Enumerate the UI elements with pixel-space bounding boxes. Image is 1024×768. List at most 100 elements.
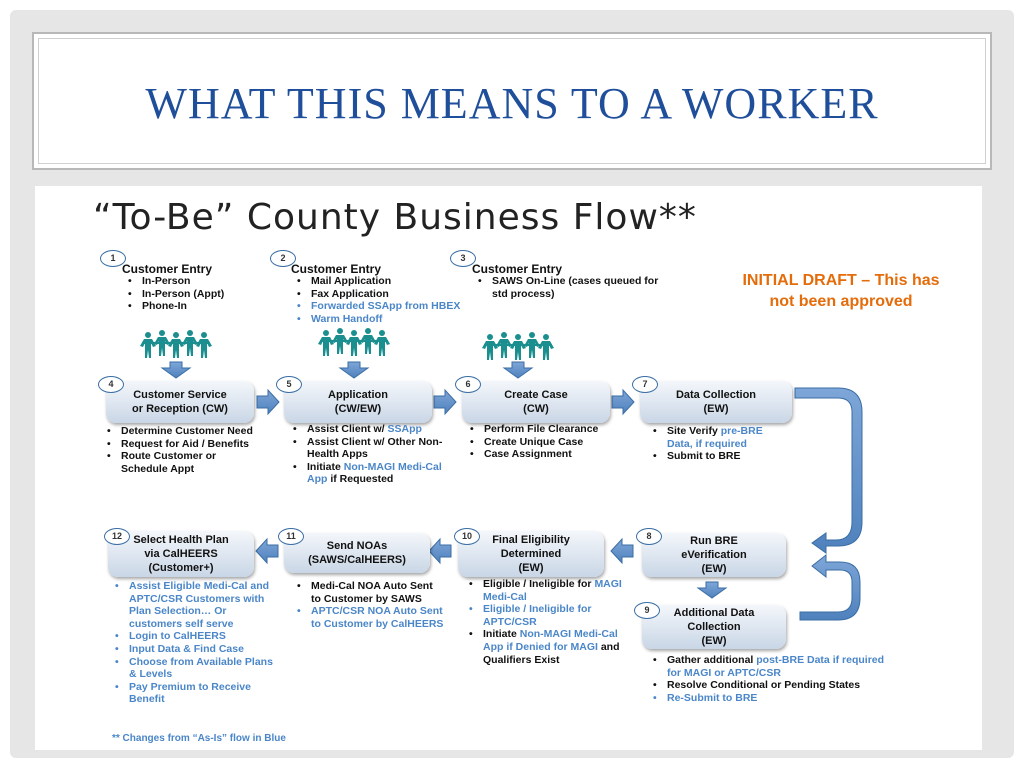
list-item: Fax Application — [294, 288, 494, 301]
page-title: WHAT THIS MEANS TO A WORKER — [145, 79, 879, 128]
details-customer-service: Determine Customer Need Request for Aid … — [104, 425, 256, 475]
step-number-11: 11 — [278, 528, 304, 545]
title-bar: WHAT THIS MEANS TO A WORKER — [32, 32, 992, 170]
detail-text: Site Verify — [667, 425, 721, 437]
footnote: ** Changes from “As-Is” flow in Blue — [112, 733, 286, 744]
step-label: Run BRE — [690, 535, 738, 547]
left-arrow-10-11 — [428, 537, 452, 565]
step-label: (Customer+) — [148, 562, 214, 574]
details-final-eligibility: Eligible / Ineligible for MAGI Medi-Cal … — [466, 578, 626, 666]
people-icon-2 — [318, 328, 390, 356]
step-number-3: 3 — [450, 250, 476, 267]
list-item: Mail Application — [294, 275, 494, 288]
list-item: Create Unique Case — [467, 436, 617, 449]
list-item: APTC/CSR NOA Auto Sent to Customer by Ca… — [294, 605, 444, 630]
curved-arrow-7-8 — [794, 387, 863, 554]
details-application: Assist Client w/ SSApp Assist Client w/ … — [290, 423, 450, 486]
list-item: Resolve Conditional or Pending States — [650, 679, 890, 692]
list-item: Pay Premium to Receive Benefit — [112, 681, 282, 706]
step-box-customer-service: Customer Service or Reception (CW) — [106, 381, 254, 423]
detail-text-blue: post-BRE Data if required for MAGI or AP… — [667, 654, 885, 679]
list-item: Eligible / Ineligible for MAGI Medi-Cal — [466, 578, 626, 603]
list-item: Request for Aid / Benefits — [104, 438, 256, 451]
step-label: (CW/EW) — [334, 403, 382, 415]
list-item: Phone-In — [125, 300, 285, 313]
list-item: Warm Handoff — [294, 313, 494, 326]
entry-list-1: In-Person In-Person (Appt) Phone-In — [125, 275, 285, 313]
step-label: (EW) — [701, 563, 727, 575]
people-icon-3 — [482, 332, 554, 360]
step-label: Customer Service — [133, 389, 227, 401]
detail-text: Initiate — [307, 460, 344, 473]
list-item: Initiate Non-MAGI Medi-Cal App if Denied… — [466, 628, 626, 666]
details-send-noas: Medi-Cal NOA Auto Sent to Customer by SA… — [294, 580, 444, 630]
list-item: Assist Eligible Medi-Cal and APTC/CSR Cu… — [112, 580, 282, 630]
down-arrow-8-9 — [696, 581, 728, 599]
details-create-case: Perform File Clearance Create Unique Cas… — [467, 423, 617, 461]
step-label: (EW) — [701, 635, 727, 647]
left-arrow-8-10 — [610, 537, 634, 565]
detail-text: if Requested — [327, 473, 394, 486]
people-icon-1 — [140, 330, 212, 358]
list-item: Assist Client w/ SSApp — [290, 423, 450, 436]
step-label: (SAWS/CalHEERS) — [308, 554, 406, 566]
step-label: Send NOAs — [326, 540, 388, 552]
step-label: (EW) — [703, 403, 729, 415]
detail-text: Eligible / Ineligible for — [483, 578, 595, 590]
list-item: In-Person — [125, 275, 285, 288]
step-label: (EW) — [518, 562, 544, 574]
list-item: Gather additional post-BRE Data if requi… — [650, 654, 890, 679]
list-item: Initiate Non-MAGI Medi-Cal App if Reques… — [290, 461, 450, 486]
entry-list-2: Mail Application Fax Application Forward… — [294, 275, 494, 325]
step-label: Select Health Plan — [133, 534, 229, 546]
list-item: Route Customer or Schedule Appt — [104, 450, 256, 475]
list-item: Submit to BRE — [650, 450, 790, 463]
step-box-data-collection: Data Collection (EW) — [640, 381, 792, 423]
step-box-select-health-plan: Select Health Plan via CalHEERS (Custome… — [108, 531, 254, 577]
detail-text-blue: Non-MAGI Medi-Cal App — [307, 460, 442, 486]
right-arrow-6-7 — [611, 388, 635, 416]
step-number-9: 9 — [634, 602, 660, 619]
step-number-10: 10 — [454, 528, 480, 545]
step-box-application: Application (CW/EW) — [284, 381, 432, 423]
detail-text: Gather additional — [667, 654, 757, 666]
right-arrow-5-6 — [433, 388, 457, 416]
detail-text-blue: SSApp — [387, 423, 422, 435]
step-number-8: 8 — [636, 528, 662, 545]
step-label: Determined — [500, 548, 562, 560]
list-item: Perform File Clearance — [467, 423, 617, 436]
list-item: Assist Client w/ Other Non-Health Apps — [290, 436, 450, 461]
details-select-health-plan: Assist Eligible Medi-Cal and APTC/CSR Cu… — [112, 580, 282, 706]
step-number-2: 2 — [270, 250, 296, 267]
list-item: Site Verify pre-BRE Data, if required — [650, 425, 790, 450]
step-label: Collection — [687, 621, 741, 633]
detail-text: Initiate — [483, 628, 520, 641]
entry-title-2: Customer Entry — [291, 262, 382, 276]
step-label: or Reception (CW) — [132, 403, 228, 415]
details-additional-data: Gather additional post-BRE Data if requi… — [650, 654, 890, 704]
detail-text-blue: MAGI Medi-Cal — [483, 578, 622, 603]
draft-note-line-1: INITIAL DRAFT – This has — [742, 272, 940, 289]
step-label: Additional Data — [673, 607, 755, 619]
entry-title-3: Customer Entry — [472, 262, 563, 276]
step-box-send-noas: Send NOAs (SAWS/CalHEERS) — [284, 533, 430, 573]
step-label: Data Collection — [675, 389, 757, 401]
flow-title: “To-Be” County Business Flow** — [93, 197, 697, 238]
step-label: Create Case — [504, 389, 568, 401]
step-label: Final Eligibility — [492, 534, 570, 546]
step-number-6: 6 — [455, 376, 481, 393]
list-item: Forwarded SSApp from HBEX — [294, 300, 494, 313]
list-item: SAWS On-Line (cases queued for std proce… — [475, 275, 675, 300]
list-item: Input Data & Find Case — [112, 643, 282, 656]
detail-text: Assist Client w/ — [307, 423, 388, 435]
step-number-1: 1 — [100, 250, 126, 267]
entry-title-1: Customer Entry — [122, 262, 213, 276]
draft-note: INITIAL DRAFT – This has not been approv… — [706, 270, 976, 312]
step-box-create-case: Create Case (CW) — [462, 381, 610, 423]
list-item: Determine Customer Need — [104, 425, 256, 438]
curved-arrow-9-8 — [799, 553, 861, 621]
title-inner-border — [38, 38, 986, 164]
detail-text-blue: pre-BRE Data, if required — [667, 425, 763, 450]
step-number-7: 7 — [632, 376, 658, 393]
